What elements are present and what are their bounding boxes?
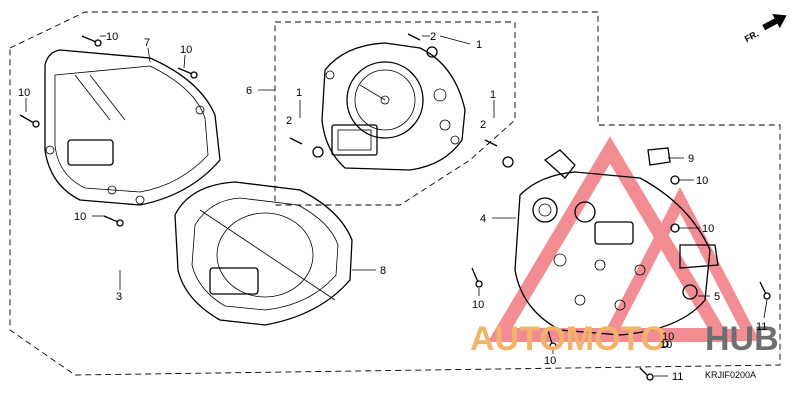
- leader-lines: [25, 35, 768, 377]
- callout-label: 11: [672, 371, 683, 383]
- callout-label: 2: [430, 31, 436, 43]
- callout-label: 10: [106, 31, 118, 43]
- callout-label: 10: [696, 175, 708, 187]
- callout-label: 10: [74, 211, 86, 223]
- watermark-text-secondary: HUB: [705, 320, 779, 358]
- callout-label: 8: [380, 265, 386, 277]
- callout-label: 10: [180, 44, 192, 56]
- callout-label: 10: [660, 339, 672, 351]
- watermark-text-primary: AUTOMOTO: [470, 320, 667, 358]
- callout-label: 10: [472, 299, 484, 311]
- callout-label: 1: [296, 87, 302, 99]
- meter-clip: [647, 147, 671, 166]
- callout-label: 2: [286, 115, 292, 127]
- callout-label: 3: [116, 291, 122, 303]
- meter-case: [514, 149, 719, 336]
- meter-lens-cover: [44, 49, 221, 206]
- callout-labels: 10 7 10 10 10 3 8 6 2 1 1 2 1 2 9 10 4 1…: [18, 31, 767, 383]
- callout-label: 10: [662, 331, 674, 343]
- callout-label: 6: [246, 85, 252, 97]
- front-direction-label: FR.: [743, 28, 760, 44]
- front-direction-indicator: FR.: [743, 13, 787, 44]
- callout-label: 11: [756, 321, 767, 333]
- callout-label: 1: [490, 89, 496, 101]
- callout-label: 10: [18, 87, 30, 99]
- callout-label: 10: [702, 223, 714, 235]
- arrow-icon: [762, 13, 787, 31]
- callout-label: 9: [688, 153, 694, 165]
- drawing-code: KRJIF0200A: [705, 370, 756, 380]
- callout-label: 10: [544, 355, 556, 367]
- assembly-boundary: [9, 11, 781, 376]
- callout-label: 5: [714, 291, 720, 303]
- sub-assembly-boundary: [274, 21, 516, 206]
- callout-label: 2: [480, 119, 486, 131]
- callout-label: 7: [144, 37, 150, 49]
- meter-bezel: [174, 181, 353, 326]
- watermark-logo: [487, 136, 760, 342]
- speedometer-assembly: [321, 42, 466, 171]
- screw-set: [19, 33, 771, 381]
- callout-label: 4: [480, 213, 486, 225]
- callout-label: 1: [476, 39, 482, 51]
